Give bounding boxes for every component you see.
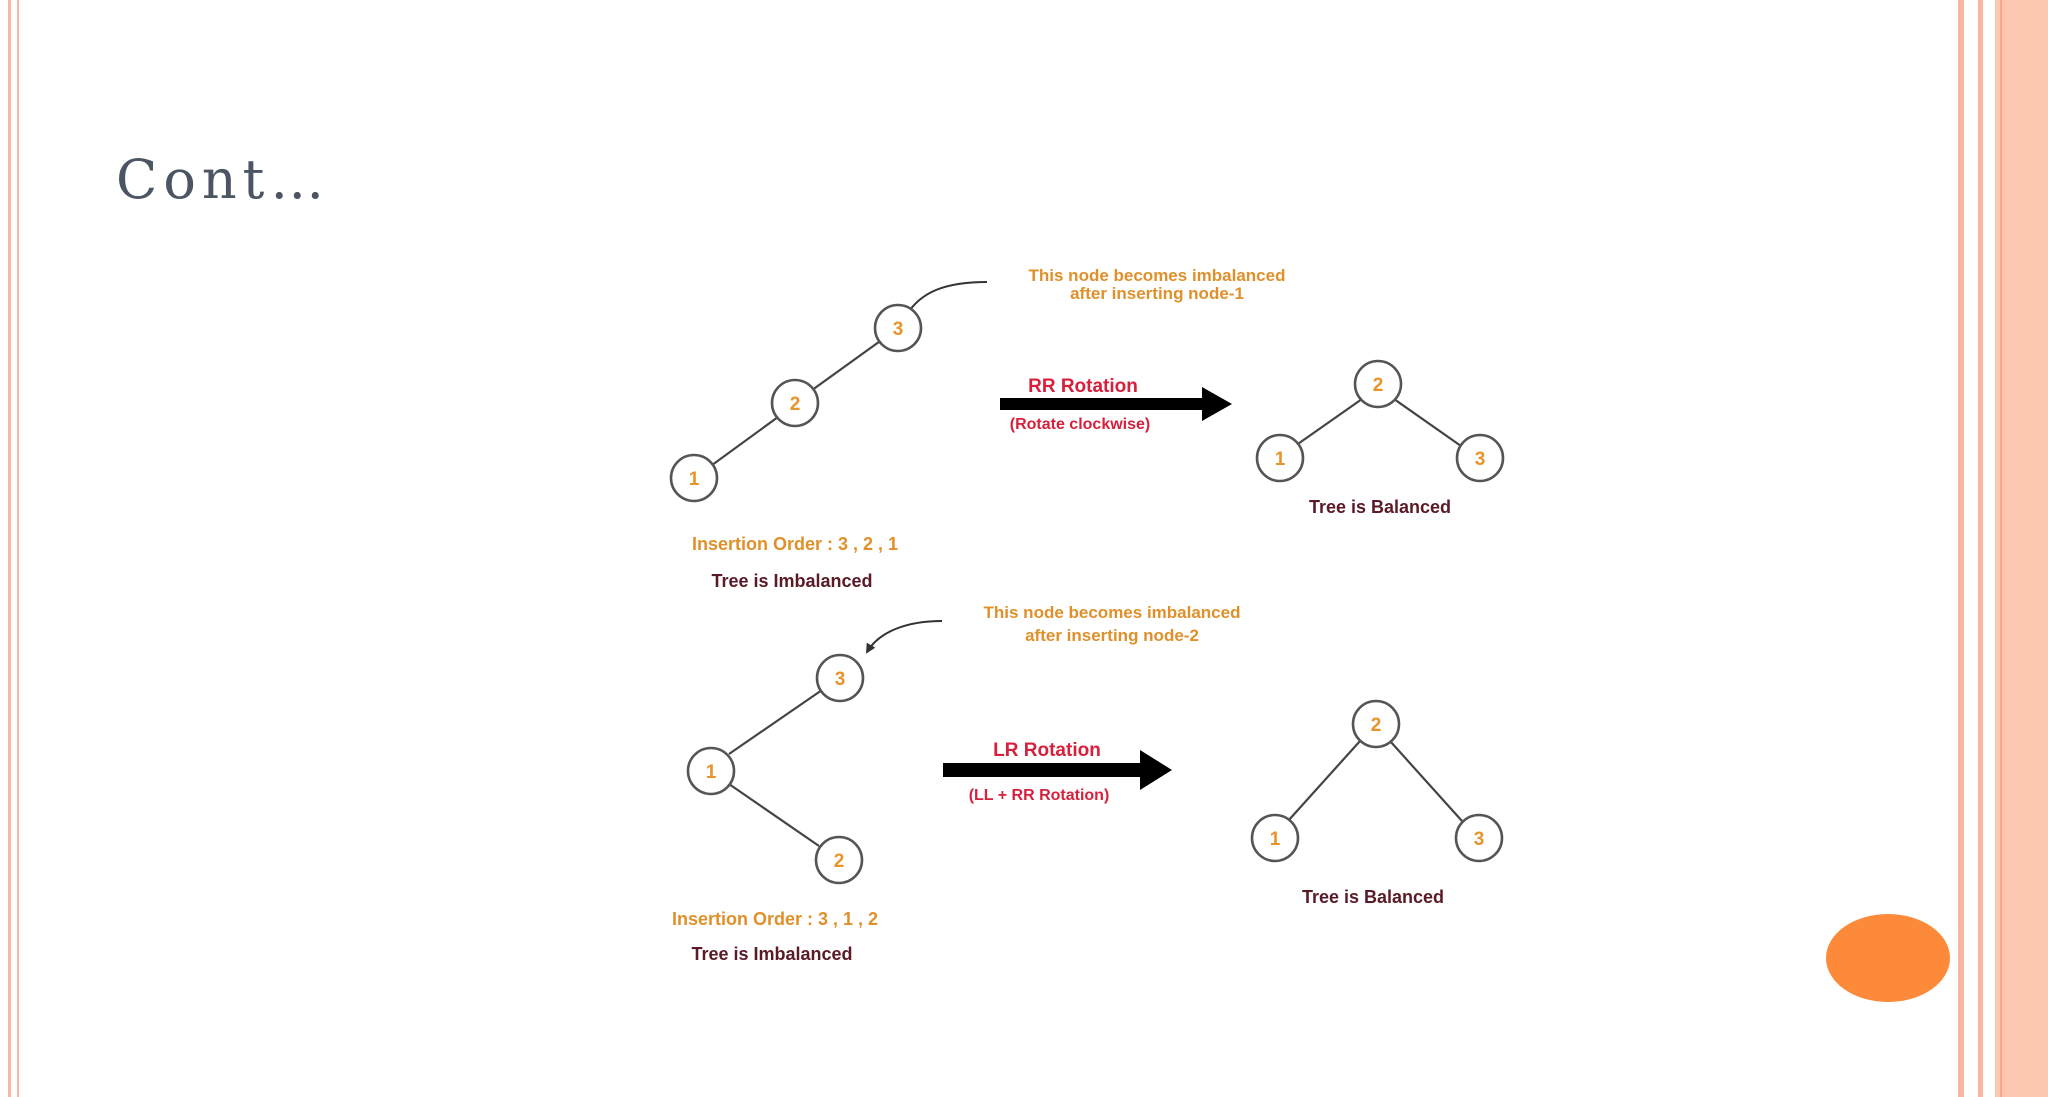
top-annotation-line1: This node becomes imbalanced	[1029, 266, 1286, 285]
svg-text:3: 3	[1474, 829, 1485, 850]
top-after-status: Tree is Balanced	[1309, 497, 1451, 517]
svg-text:2: 2	[1373, 375, 1384, 396]
bottom-after-status: Tree is Balanced	[1302, 887, 1444, 907]
frame-line-right-band	[2000, 0, 2002, 1097]
top-before-node: 2	[770, 378, 820, 428]
bottom-after-edge-2-1	[1287, 740, 1361, 822]
bottom-before-edge-3-1	[728, 689, 823, 755]
frame-line-right-inner	[1958, 0, 1964, 1097]
frame-line-left-outer	[8, 0, 11, 1097]
svg-text:1: 1	[706, 762, 717, 783]
svg-text:2: 2	[834, 851, 845, 872]
svg-text:1: 1	[1275, 449, 1286, 470]
top-rotation-arrow	[1000, 387, 1232, 421]
bottom-after-node: 3	[1454, 813, 1504, 863]
bottom-diagram: This node becomes imbalanced after inser…	[672, 603, 1504, 964]
bottom-before-node: 1	[686, 746, 736, 796]
top-annotation-arrow	[904, 281, 988, 318]
bottom-before-node: 2	[814, 835, 864, 885]
svg-text:1: 1	[689, 469, 700, 490]
top-annotation-line2: after inserting node-1	[1070, 284, 1244, 303]
top-before-node: 3	[873, 303, 923, 353]
svg-text:3: 3	[893, 319, 904, 340]
top-after-edge-2-1	[1294, 398, 1363, 447]
bottom-annotation-arrow	[865, 620, 943, 654]
frame-band-right	[1995, 0, 2048, 1097]
slide-title: Cont…	[116, 148, 331, 211]
top-before-node: 1	[669, 453, 719, 503]
bottom-after-node: 1	[1250, 813, 1300, 863]
top-rotation-label: RR Rotation	[1028, 376, 1138, 397]
top-after-edge-2-3	[1393, 398, 1462, 447]
top-before-status: Tree is Imbalanced	[711, 571, 872, 591]
top-before-edge-2-1	[707, 416, 779, 469]
top-after-node: 1	[1255, 433, 1305, 483]
bottom-rotation-label: LR Rotation	[993, 740, 1101, 761]
top-insertion-order: Insertion Order : 3 , 2 , 1	[692, 534, 898, 554]
svg-text:1: 1	[1270, 829, 1281, 850]
bottom-insertion-order: Insertion Order : 3 , 1 , 2	[672, 909, 878, 929]
top-diagram: This node becomes imbalanced after inser…	[669, 266, 1505, 591]
top-after-node: 3	[1455, 433, 1505, 483]
frame-line-left-inner	[17, 0, 19, 1097]
top-after-node: 2	[1353, 359, 1403, 409]
bottom-annotation-line2: after inserting node-2	[1025, 626, 1199, 645]
bottom-rotation-arrow	[943, 750, 1172, 790]
slide-accent-dot	[1826, 914, 1950, 1002]
svg-text:2: 2	[1371, 715, 1382, 736]
bottom-rotation-sub: (LL + RR Rotation)	[969, 787, 1110, 804]
bottom-before-edge-1-2	[728, 783, 820, 847]
svg-text:3: 3	[1475, 449, 1486, 470]
bottom-before-status: Tree is Imbalanced	[691, 944, 852, 964]
svg-text:2: 2	[790, 394, 801, 415]
bottom-after-edge-2-3	[1389, 740, 1463, 822]
bottom-after-node: 2	[1351, 699, 1401, 749]
bottom-annotation-line1: This node becomes imbalanced	[984, 603, 1241, 622]
svg-text:3: 3	[835, 669, 846, 690]
frame-line-right-middle	[1978, 0, 1983, 1097]
bottom-before-node: 3	[815, 653, 865, 703]
top-before-edge-3-2	[807, 338, 884, 394]
top-rotation-sub: (Rotate clockwise)	[1010, 416, 1150, 433]
